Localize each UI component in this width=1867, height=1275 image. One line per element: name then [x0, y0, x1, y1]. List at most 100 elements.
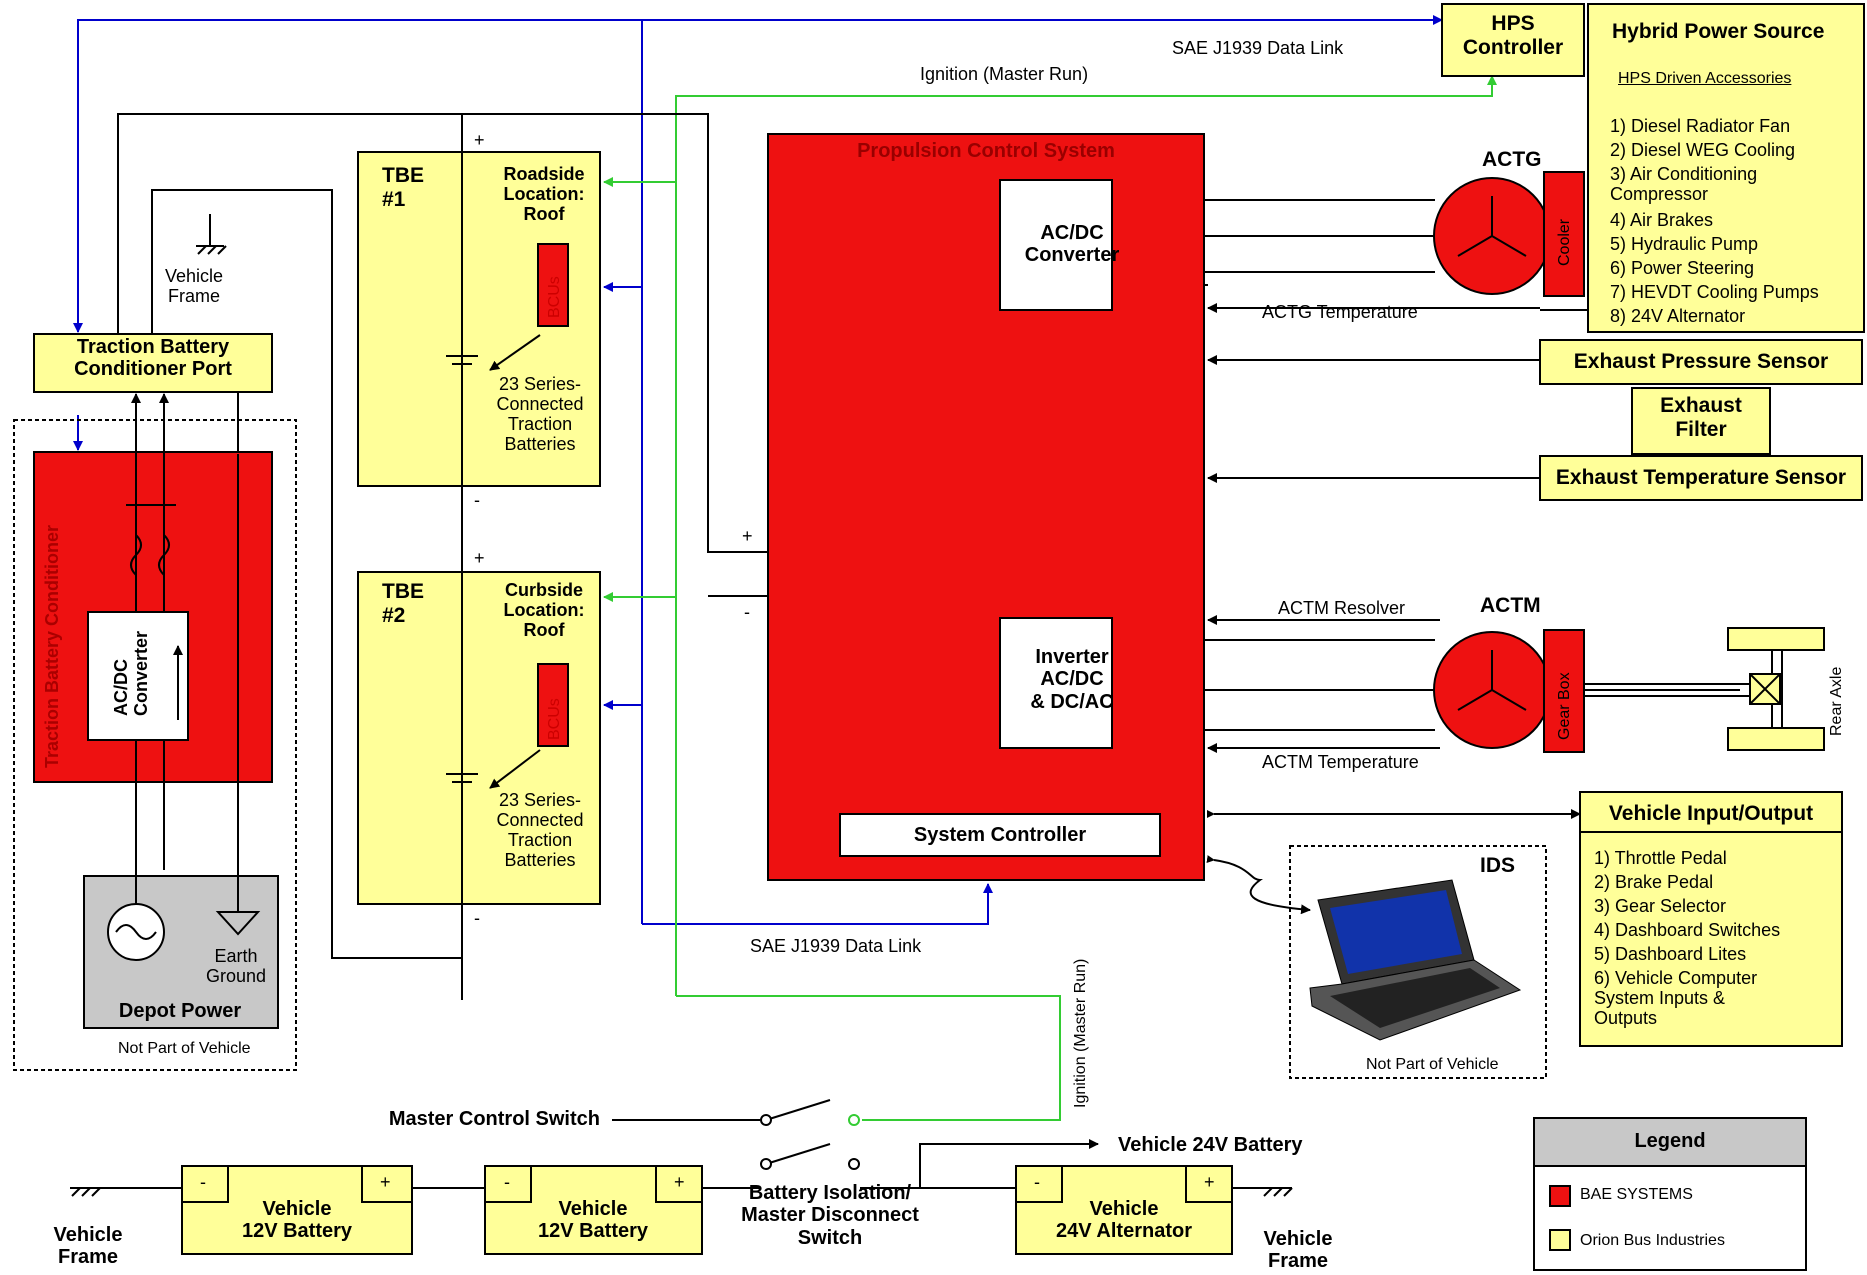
actm-gear-box: [1543, 629, 1585, 753]
tbe2-name: TBE #2: [382, 580, 424, 627]
tbc-acdc-label: AC/DC Converter: [111, 630, 151, 716]
tbc-conditioner-label: Traction Battery Conditioner: [42, 524, 62, 768]
vehicle-io-item: 6) Vehicle Computer System Inputs & Outp…: [1594, 968, 1758, 1029]
vehicle-24v-battery-label: Vehicle 24V Battery: [1118, 1134, 1303, 1156]
vehicle-io-title-box: [1579, 791, 1843, 833]
propulsion-control-system-box: [767, 133, 1205, 881]
hps-accessories-heading: HPS Driven Accessories: [1618, 70, 1792, 87]
tbc-port-label: Traction Battery Conditioner Port: [74, 336, 232, 381]
battery-12v-b-label: Vehicle 12V Battery: [537, 1198, 649, 1243]
vehicle-io-item: 3) Gear Selector: [1594, 896, 1727, 916]
tbe1-bcus-label: BCUs: [546, 276, 563, 318]
actm-label: ACTM: [1480, 594, 1541, 617]
tbc-acdc-box: [87, 611, 189, 741]
tbe1-location: Roadside Location: Roof: [503, 164, 585, 225]
battery-a-plus: +: [380, 1172, 391, 1192]
tbe2-box: [357, 571, 601, 905]
legend-bae-label: BAE SYSTEMS: [1580, 1186, 1693, 1203]
system-controller-box: [839, 813, 1161, 857]
tbc-dashed-box: [13, 419, 297, 1071]
vehicle-frame-left: Vehicle Frame: [53, 1224, 123, 1269]
ignition-vertical-label: Ignition (Master Run): [1072, 958, 1089, 1108]
battery-12v-a-label: Vehicle 12V Battery: [241, 1198, 353, 1243]
tbc-vehicle-frame: Vehicle Frame: [164, 266, 224, 307]
vehicle-io-title: Vehicle Input/Output: [1608, 802, 1814, 825]
sae-link-bottom-label: SAE J1939 Data Link: [750, 936, 922, 956]
vehicle-io-item: 4) Dashboard Switches: [1594, 920, 1781, 940]
rear-axle-label: Rear Axle: [1828, 666, 1845, 736]
hps-accessory-item: 5) Hydraulic Pump: [1610, 234, 1759, 254]
tbe-inner-lines: [446, 152, 541, 904]
exhaust-temperature-sensor-label: Exhaust Temperature Sensor: [1555, 466, 1847, 489]
tbe1-box: [357, 151, 601, 487]
actg-cooler-label: Cooler: [1556, 218, 1573, 266]
tbc-red-wires: [126, 452, 239, 912]
dc-bus-minus: -: [744, 602, 750, 622]
actg-cooler: [1543, 171, 1585, 297]
legend-orion-swatch: [1549, 1229, 1571, 1251]
hps-accessory-item: 8) 24V Alternator: [1610, 306, 1746, 326]
legend-title: Legend: [1634, 1130, 1706, 1152]
pcs-title: Propulsion Control System: [857, 140, 1115, 162]
vehicle-io-item: 1) Throttle Pedal: [1594, 848, 1727, 868]
alternator-minus: -: [1034, 1172, 1040, 1192]
inverter-label: Inverter AC/DC & DC/AC: [1030, 646, 1114, 713]
tbe1-batteries: 23 Series- Connected Traction Batteries: [496, 374, 584, 455]
tbc-port-box: [33, 333, 273, 393]
sae-link-top-label: SAE J1939 Data Link: [1172, 38, 1344, 58]
tbc-earth-ground: Earth Ground: [205, 946, 267, 987]
hps-accessory-item: 6) Power Steering: [1610, 258, 1755, 278]
vehicle-io-item: 5) Dashboard Lites: [1594, 944, 1747, 964]
laptop-icon: [1309, 879, 1522, 1041]
battery-b-minus: -: [504, 1172, 510, 1192]
legend-title-bar: [1533, 1117, 1807, 1167]
tbe2-bcus-label: BCUs: [546, 698, 563, 740]
alternator-plus: +: [1204, 1172, 1215, 1192]
ids-box: [1289, 845, 1547, 1079]
battery-12v-b-box: [484, 1165, 703, 1255]
motor-windings: [1457, 196, 1527, 711]
hps-accessory-item: 4) Air Brakes: [1610, 210, 1714, 230]
vehicle-io-item: 2) Brake Pedal: [1594, 872, 1714, 892]
exhaust-pressure-sensor-box: [1539, 339, 1863, 385]
switch-contacts: [760, 1114, 860, 1170]
tbe2-bcus: [537, 663, 569, 747]
hybrid-power-source-box: [1587, 3, 1865, 333]
ground-symbols: [70, 214, 1293, 1197]
actm-temperature-label: ACTM Temperature: [1262, 752, 1419, 772]
tbe1-minus: -: [474, 490, 480, 510]
tbc-depot-power: Depot Power: [118, 1000, 242, 1022]
exhaust-pressure-sensor-label: Exhaust Pressure Sensor: [1573, 350, 1829, 373]
hybrid-power-source-title: Hybrid Power Source: [1612, 20, 1825, 43]
actg-label: ACTG: [1482, 148, 1542, 171]
acdc-converter-label: AC/DC Converter: [1024, 222, 1120, 267]
exhaust-filter-label: Exhaust Filter: [1660, 394, 1742, 441]
sae-j1939-data-link: [73, 15, 1443, 925]
tbe2-location: Curbside Location: Roof: [503, 580, 585, 641]
ids-not-part: Not Part of Vehicle: [1366, 1056, 1499, 1073]
rear-axle-bottom: [1727, 727, 1825, 751]
system-controller-label: System Controller: [913, 824, 1087, 846]
battery-a-minus: -: [200, 1172, 206, 1192]
hps-controller-box: [1441, 3, 1585, 77]
hps-controller-label: HPS Controller: [1462, 12, 1564, 59]
exhaust-temperature-sensor-box: [1539, 455, 1863, 501]
battery-isolation-label: Battery Isolation/ Master Disconnect Swi…: [741, 1182, 919, 1249]
battery-terminal-boxes: [181, 1165, 1233, 1203]
hps-accessory-item: 1) Diesel Radiator Fan: [1610, 116, 1791, 136]
inverter-box: [999, 617, 1113, 749]
legend-orion-label: Orion Bus Industries: [1580, 1232, 1725, 1249]
actm-resolver-label: ACTM Resolver: [1278, 598, 1406, 618]
tbe1-name: TBE #1: [382, 164, 424, 211]
tbe2-batteries: 23 Series- Connected Traction Batteries: [496, 790, 584, 871]
hps-accessory-item: 2) Diesel WEG Cooling: [1610, 140, 1796, 160]
battery-12v-a-box: [181, 1165, 413, 1255]
tbe1-bcus: [537, 243, 569, 327]
tbc-not-part: Not Part of Vehicle: [118, 1040, 251, 1057]
actg-temperature-label: ACTG Temperature: [1262, 302, 1418, 322]
low-voltage-chain: [90, 1099, 1282, 1189]
tbe2-plus: +: [474, 548, 485, 568]
exhaust-filter-box: [1631, 387, 1771, 455]
